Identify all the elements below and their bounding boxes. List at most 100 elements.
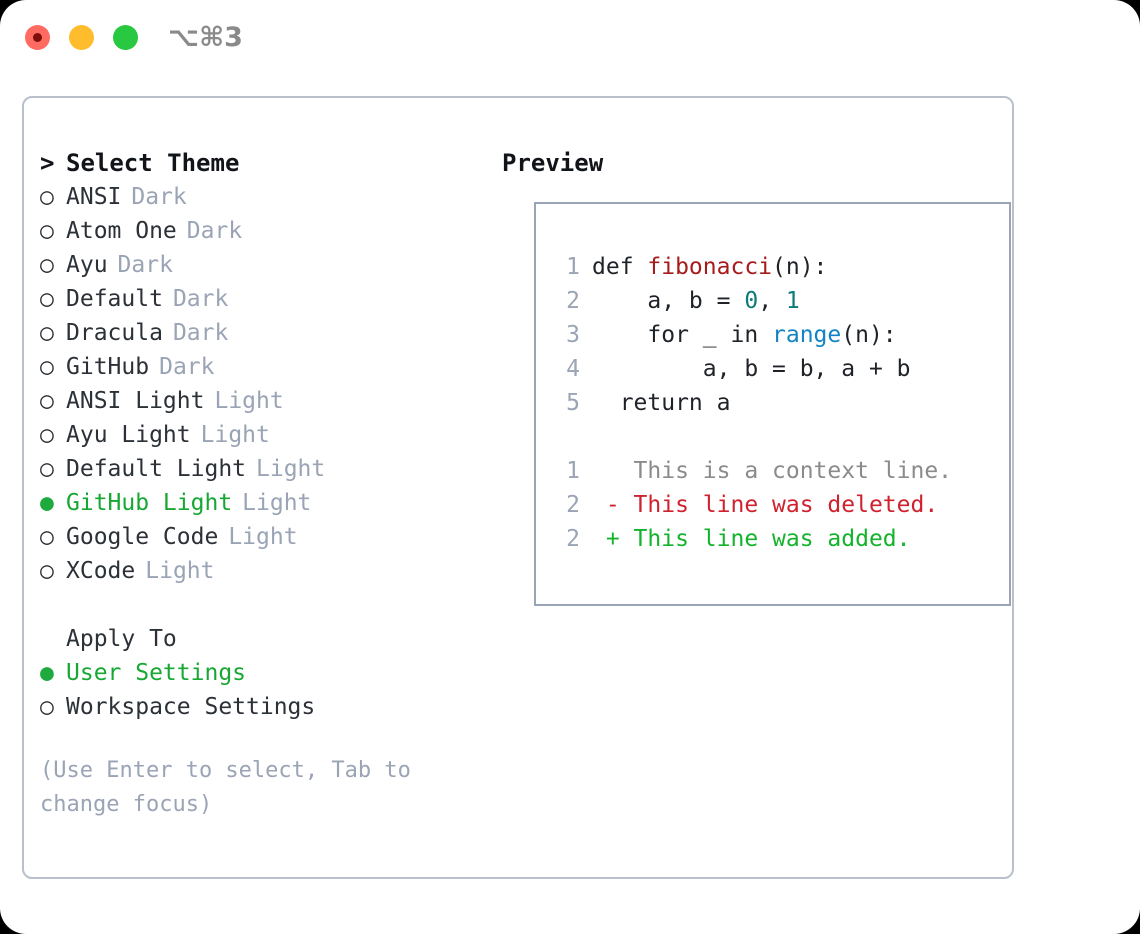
diff-line: 2 + This line was added. [556, 522, 952, 556]
radio-selected-icon[interactable]: ● [40, 660, 54, 686]
line-number: 1 [566, 458, 580, 484]
theme-name: Google Code [66, 524, 219, 550]
theme-category-tag: Dark [159, 354, 215, 380]
page-title: Select Theme [66, 149, 240, 177]
theme-list-item[interactable]: ○ Dracula Dark [40, 316, 492, 350]
code-token: 1 [785, 288, 800, 314]
code-token: - This line was deleted. [592, 492, 939, 518]
preview-title: Preview [502, 149, 604, 177]
radio-unselected-icon[interactable]: ○ [40, 252, 54, 278]
code-line: 3 for _ in range(n): [556, 318, 952, 352]
theme-list-item[interactable]: ○ Ayu Light Light [40, 418, 492, 452]
code-token: a, b = b, a + b [592, 356, 911, 382]
code-line: 4 a, b = b, a + b [556, 352, 952, 386]
line-number: 1 [566, 254, 580, 280]
theme-name: Default [66, 286, 163, 312]
theme-name: Atom One [66, 218, 177, 244]
theme-name: ANSI [66, 184, 122, 210]
theme-list-item[interactable]: ○ XCode Light [40, 554, 492, 588]
radio-unselected-icon[interactable]: ○ [40, 456, 54, 482]
theme-category-tag: Light [200, 422, 270, 448]
theme-category-tag: Light [256, 456, 326, 482]
theme-picker-header: > Select Theme [40, 146, 492, 180]
theme-list-item[interactable]: ○ GitHub Dark [40, 350, 492, 384]
code-token: range [772, 322, 842, 348]
theme-list-item[interactable]: ○ Google Code Light [40, 520, 492, 554]
apply-to-label: Apply To [66, 626, 177, 652]
radio-unselected-icon[interactable]: ○ [40, 320, 54, 346]
radio-unselected-icon[interactable]: ○ [40, 524, 54, 550]
radio-unselected-icon[interactable]: ○ [40, 558, 54, 584]
keyboard-shortcut-label: ⌥⌘3 [168, 22, 243, 53]
radio-unselected-icon[interactable]: ○ [40, 184, 54, 210]
theme-name: Dracula [66, 320, 163, 346]
radio-unselected-icon[interactable]: ○ [40, 218, 54, 244]
radio-selected-icon[interactable]: ● [40, 490, 54, 516]
theme-category-tag: Light [145, 558, 215, 584]
theme-category-tag: Dark [172, 320, 229, 346]
list-spacer [40, 588, 492, 622]
theme-name: ANSI Light [66, 388, 205, 414]
minimize-icon[interactable] [69, 25, 94, 50]
selection-caret-icon: > [40, 149, 55, 177]
code-token: return a [592, 390, 731, 416]
code-token: (n): [841, 322, 897, 348]
radio-unselected-icon[interactable]: ○ [40, 354, 54, 380]
line-number: 3 [566, 322, 580, 348]
radio-unselected-icon[interactable]: ○ [40, 694, 54, 720]
theme-name: GitHub [66, 354, 150, 380]
apply-to-item[interactable]: ○ Workspace Settings [40, 690, 492, 724]
theme-name: Ayu [66, 252, 108, 278]
apply-to-option-label: User Settings [66, 660, 247, 686]
line-number: 2 [566, 288, 580, 314]
code-token: 0 [744, 288, 759, 314]
theme-category-tag: Light [214, 388, 284, 414]
help-text: (Use Enter to select, Tab to change focu… [40, 758, 425, 817]
theme-list-item[interactable]: ○ ANSI Dark [40, 180, 492, 214]
line-number: 2 [566, 492, 580, 518]
theme-category-tag: Light [228, 524, 298, 550]
theme-category-tag: Dark [186, 218, 243, 244]
maximize-icon[interactable] [113, 25, 138, 50]
radio-unselected-icon[interactable]: ○ [40, 286, 54, 312]
theme-name: XCode [66, 558, 136, 584]
code-line: 5 return a [556, 386, 952, 420]
code-diff-separator [556, 420, 952, 454]
theme-list-item[interactable]: ○ ANSI Light Light [40, 384, 492, 418]
theme-category-tag: Dark [172, 286, 229, 312]
theme-category-tag: Dark [131, 184, 187, 210]
theme-list-item[interactable]: ○ Default Dark [40, 282, 492, 316]
code-token: a, b = [592, 288, 745, 314]
code-token: def [592, 254, 648, 280]
code-token: (n): [772, 254, 828, 280]
window-controls [25, 25, 138, 50]
theme-list-item[interactable]: ○ Atom One Dark [40, 214, 492, 248]
theme-name: Ayu Light [66, 422, 191, 448]
apply-to-item[interactable]: ● User Settings [40, 656, 492, 690]
titlebar: ⌥⌘3 [0, 0, 1140, 78]
line-number: 5 [566, 390, 580, 416]
code-line: 1 def fibonacci(n): [556, 250, 952, 284]
code-line: 2 a, b = 0, 1 [556, 284, 952, 318]
apply-to-option-label: Workspace Settings [66, 694, 316, 720]
radio-unselected-icon[interactable]: ○ [40, 388, 54, 414]
radio-unselected-icon[interactable]: ○ [40, 422, 54, 448]
apply-to-options[interactable]: ● User Settings ○ Workspace Settings [40, 656, 492, 724]
close-icon[interactable] [25, 25, 50, 50]
theme-category-tag: Light [242, 490, 312, 516]
diff-line: 1 This is a context line. [556, 454, 952, 488]
code-token: for _ in [592, 322, 773, 348]
code-token: fibonacci [647, 254, 773, 280]
diff-line: 2 - This line was deleted. [556, 488, 952, 522]
line-number: 2 [566, 526, 580, 552]
